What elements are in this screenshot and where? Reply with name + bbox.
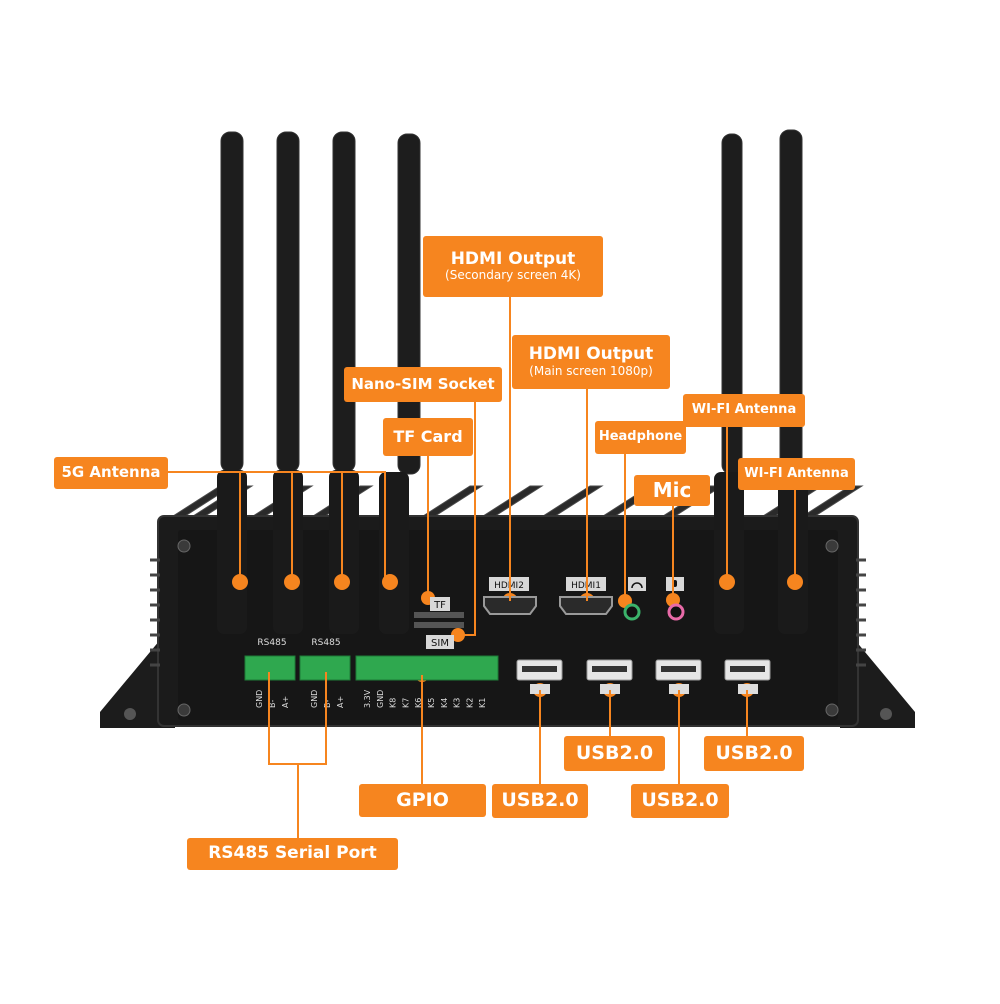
leader-sim (458, 402, 476, 636)
right-side-fins (856, 558, 866, 667)
rs485-terminal-1 (244, 655, 296, 681)
callout-usb-1: USB2.0 (492, 784, 588, 818)
tf-slot-tag (430, 597, 450, 611)
rs485-pin-b-2: B- (323, 700, 332, 708)
left-side-fins (150, 558, 160, 667)
callout-usb-4-label: USB2.0 (715, 741, 793, 764)
antenna-5g-1 (217, 131, 247, 634)
hdmi2-port (483, 596, 537, 615)
callout-usb-4: USB2.0 (704, 736, 804, 771)
callout-5g-antenna-label: 5G Antenna (61, 463, 161, 482)
gpio-pin-label: K7 (401, 698, 410, 708)
usb-port-2 (586, 659, 633, 694)
screw-top-right-icon (825, 539, 839, 553)
callout-wifi-antenna-1-label: WI-FI Antenna (691, 402, 797, 418)
callout-rs485-serial-label: RS485 Serial Port (208, 843, 377, 864)
mic-jack (667, 603, 685, 621)
callout-hdmi-secondary-title: HDMI Output (450, 248, 576, 269)
callout-wifi-antenna-1: WI-FI Antenna (683, 394, 805, 427)
usb-port-4 (724, 659, 771, 694)
hdmi1-port (559, 596, 613, 615)
gpio-pin-label: K1 (478, 698, 487, 708)
antenna-wifi-1 (714, 133, 744, 634)
callout-nano-sim-label: Nano-SIM Socket (351, 374, 495, 393)
rs485-pin-a-1: A+ (281, 696, 290, 708)
callout-tf-card-label: TF Card (393, 426, 463, 446)
left-mounting-flange (100, 640, 175, 728)
callout-hdmi-secondary-subtitle: (Secondary screen 4K) (445, 268, 581, 283)
callout-hdmi-secondary: HDMI Output (Secondary screen 4K) (423, 236, 603, 297)
callout-usb-3: USB2.0 (631, 784, 729, 818)
tf-card-slot (414, 612, 464, 618)
callout-mic-label: Mic (652, 478, 692, 502)
rs485-pin-a-2: A+ (336, 696, 345, 708)
callout-usb-3-label: USB2.0 (641, 789, 719, 812)
screw-bottom-left-icon (177, 703, 191, 717)
usb-port-1 (516, 659, 563, 694)
callout-mic: Mic (634, 475, 710, 506)
gpio-pin-label: K4 (440, 698, 449, 708)
rs485-label-1: RS485 (257, 638, 286, 648)
usb-port-3 (655, 659, 702, 694)
sim-slot-label: SIM (431, 638, 449, 649)
gpio-pin-label: K5 (427, 698, 436, 708)
gpio-pin-label: K8 (389, 698, 398, 708)
callout-tf-card: TF Card (383, 418, 473, 456)
right-flange-screw-icon (880, 708, 892, 720)
antenna-5g-2 (273, 131, 303, 634)
callout-hdmi-main-subtitle: (Main screen 1080p) (529, 363, 653, 378)
sim-slot-tag (426, 635, 454, 649)
left-flange-screw-icon (124, 708, 136, 720)
gpio-terminal (355, 655, 499, 681)
callout-wifi-antenna-2: WI-FI Antenna (738, 458, 855, 490)
antenna-wifi-2 (778, 129, 808, 634)
callout-wifi-antenna-2-label: WI-FI Antenna (744, 465, 849, 481)
headphone-jack (623, 603, 641, 621)
callout-nano-sim: Nano-SIM Socket (344, 367, 502, 402)
gpio-pin-label: K2 (465, 698, 474, 708)
callout-hdmi-main-title: HDMI Output (528, 344, 654, 365)
rs485-pin-b-1: B- (268, 700, 277, 708)
headphone-tag (628, 577, 646, 591)
gpio-pin-label: 3.3V (363, 689, 372, 708)
headphone-icon (631, 582, 643, 589)
callout-usb-1-label: USB2.0 (501, 789, 579, 812)
gpio-pin-label: K3 (453, 698, 462, 708)
rs485-pin-gnd-2: GND (310, 690, 319, 708)
callout-gpio: GPIO (359, 784, 486, 817)
callout-headphone-label: Headphone (598, 429, 683, 445)
callout-rs485-serial: RS485 Serial Port (187, 838, 398, 870)
leader-lines (168, 297, 796, 838)
gpio-pin-label: GND (376, 690, 385, 708)
screw-top-left-icon (177, 539, 191, 553)
callout-hdmi-main: HDMI Output (Main screen 1080p) (512, 335, 670, 389)
callout-usb-2: USB2.0 (564, 736, 665, 771)
callout-gpio-label: GPIO (396, 788, 449, 811)
tf-slot-label: TF (433, 600, 446, 611)
gpio-pin-label: K6 (414, 698, 423, 708)
screw-bottom-right-icon (825, 703, 839, 717)
callout-5g-antenna: 5G Antenna (54, 457, 168, 489)
callout-usb-2-label: USB2.0 (575, 741, 654, 764)
sim-card-slot (414, 622, 464, 628)
rs485-pin-gnd-1: GND (255, 690, 264, 708)
rs485-label-2: RS485 (311, 638, 340, 648)
callout-headphone: Headphone (595, 421, 686, 454)
